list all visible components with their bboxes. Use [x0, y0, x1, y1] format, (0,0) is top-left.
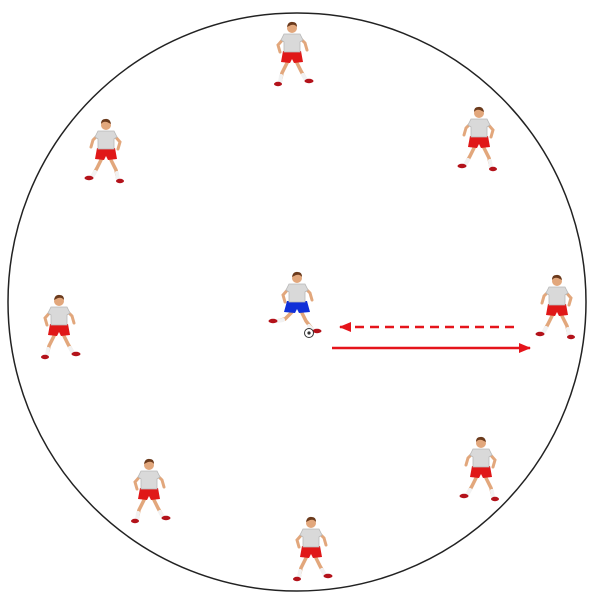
- soccer-player-icon: [129, 456, 173, 526]
- player-upper-left: [82, 116, 126, 186]
- soccer-player-icon: [39, 292, 83, 362]
- soccer-player-icon: [268, 271, 322, 334]
- soccer-player-icon: [272, 19, 316, 89]
- player-bottom: [291, 514, 335, 584]
- player-upper-right: [455, 104, 499, 174]
- player-center: [268, 271, 322, 334]
- soccer-ball-icon: [304, 328, 314, 338]
- soccer-player-icon: [82, 116, 126, 186]
- player-lower-left: [129, 456, 173, 526]
- player-left: [39, 292, 83, 362]
- player-right: [533, 272, 577, 342]
- field-boundary: [7, 12, 587, 592]
- player-top: [272, 19, 316, 89]
- soccer-player-icon: [291, 514, 335, 584]
- soccer-player-icon: [457, 434, 501, 504]
- soccer-player-icon: [455, 104, 499, 174]
- player-lower-right: [457, 434, 501, 504]
- soccer-player-icon: [533, 272, 577, 342]
